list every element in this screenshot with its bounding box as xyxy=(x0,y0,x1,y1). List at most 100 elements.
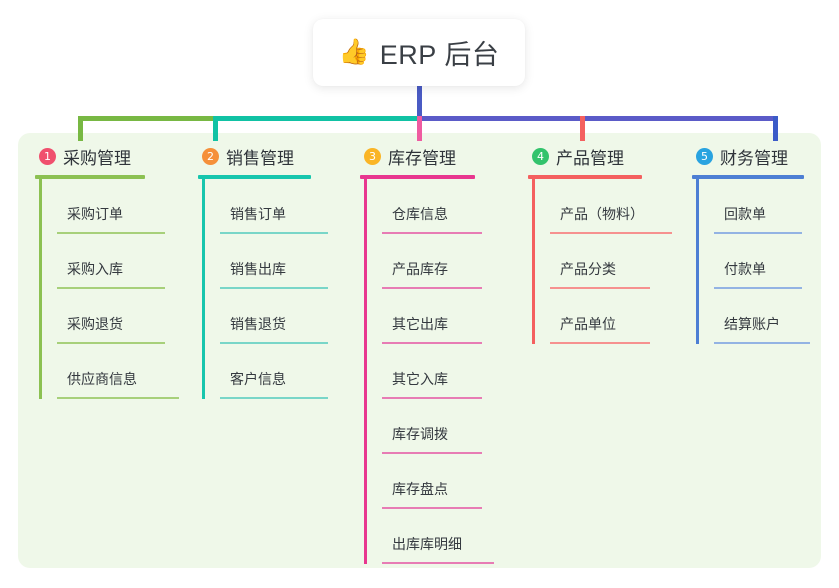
branch-item[interactable]: 出库库明细 xyxy=(382,509,530,564)
branch-item[interactable]: 采购退货 xyxy=(57,289,195,344)
horizontal-connector-segment-1 xyxy=(78,116,215,121)
branch-drop-5 xyxy=(773,116,778,141)
branch-header-rule xyxy=(528,175,642,179)
branch-item-rule xyxy=(382,397,482,399)
branch-item-rule xyxy=(220,287,328,289)
branch-item[interactable]: 产品库存 xyxy=(382,234,530,289)
horizontal-connector-segment-2 xyxy=(213,116,420,121)
branch-item-label: 产品库存 xyxy=(392,261,448,277)
branch-item[interactable]: 库存调拨 xyxy=(382,399,530,454)
branch-drop-3 xyxy=(417,116,422,141)
branch-item-rule xyxy=(382,452,482,454)
branch-column-procurement: 1 采购管理采购订单采购入库采购退货供应商信息 xyxy=(35,144,195,399)
branch-item-rule xyxy=(382,232,482,234)
branch-item-label: 付款单 xyxy=(724,261,766,277)
branch-item-label: 结算账户 xyxy=(724,316,780,332)
branch-item-rule xyxy=(382,562,494,564)
branch-column-inventory: 3 库存管理仓库信息产品库存其它出库其它入库库存调拨库存盘点出库库明细 xyxy=(360,144,530,564)
branch-item[interactable]: 结算账户 xyxy=(714,289,839,344)
branch-spine xyxy=(202,179,205,399)
branch-item[interactable]: 产品（物料） xyxy=(550,179,698,234)
branch-header[interactable]: 5 财务管理 xyxy=(692,144,839,168)
branch-header[interactable]: 1 采购管理 xyxy=(35,144,195,168)
branch-item-rule xyxy=(57,342,165,344)
branch-item-label: 采购入库 xyxy=(67,261,123,277)
branch-item-label: 其它出库 xyxy=(392,316,448,332)
branch-title: 销售管理 xyxy=(226,148,294,168)
branch-number-badge: 4 xyxy=(532,147,549,165)
branch-item[interactable]: 库存盘点 xyxy=(382,454,530,509)
branch-header[interactable]: 3 库存管理 xyxy=(360,144,530,168)
branch-title: 财务管理 xyxy=(720,148,788,168)
branch-header[interactable]: 4 产品管理 xyxy=(528,144,698,168)
branch-item-rule xyxy=(57,287,165,289)
branch-item-rule xyxy=(382,507,482,509)
branch-spine xyxy=(364,179,367,564)
root-node-label: ERP 后台 xyxy=(379,40,500,70)
branch-item[interactable]: 客户信息 xyxy=(220,344,358,399)
branch-item-label: 仓库信息 xyxy=(392,206,448,222)
branch-title: 库存管理 xyxy=(388,148,456,168)
branch-header-rule xyxy=(35,175,145,179)
branch-drop-4 xyxy=(580,116,585,141)
branch-item-rule xyxy=(57,397,179,399)
branch-item[interactable]: 其它入库 xyxy=(382,344,530,399)
branch-item[interactable]: 其它出库 xyxy=(382,289,530,344)
branch-item-label: 销售订单 xyxy=(230,206,286,222)
branch-item-rule xyxy=(220,342,328,344)
branch-number-badge: 1 xyxy=(39,147,56,165)
branch-item-rule xyxy=(220,232,328,234)
branch-item[interactable]: 回款单 xyxy=(714,179,839,234)
branch-item[interactable]: 产品分类 xyxy=(550,234,698,289)
branch-item-label: 销售出库 xyxy=(230,261,286,277)
branch-item-list: 销售订单销售出库销售退货客户信息 xyxy=(198,179,358,399)
branch-item-label: 库存盘点 xyxy=(392,481,448,497)
branch-item-list: 回款单付款单结算账户 xyxy=(692,179,839,344)
branch-item[interactable]: 销售订单 xyxy=(220,179,358,234)
branch-item-rule xyxy=(550,232,672,234)
branch-item-label: 客户信息 xyxy=(230,371,286,387)
branch-title: 采购管理 xyxy=(63,148,131,168)
branch-item-list: 产品（物料） 产品分类产品单位 xyxy=(528,179,698,344)
diagram-background-panel xyxy=(18,133,821,568)
branch-item-rule xyxy=(382,342,482,344)
branch-item[interactable]: 仓库信息 xyxy=(382,179,530,234)
branch-item-label: 回款单 xyxy=(724,206,766,222)
branch-item-label: 出库库明细 xyxy=(392,536,462,552)
branch-spine xyxy=(532,179,535,344)
branch-header-rule xyxy=(692,175,804,179)
branch-drop-1 xyxy=(78,116,83,141)
branch-title: 产品管理 xyxy=(556,148,624,168)
branch-number-badge: 5 xyxy=(696,147,713,165)
branch-item-rule xyxy=(714,342,810,344)
branch-item-rule xyxy=(550,287,650,289)
branch-drop-2 xyxy=(213,116,218,141)
branch-item-rule xyxy=(382,287,482,289)
branch-item-rule xyxy=(57,232,165,234)
root-node-erp-backend[interactable]: 👍 ERP 后台 xyxy=(313,19,525,86)
branch-item[interactable]: 产品单位 xyxy=(550,289,698,344)
branch-header-rule xyxy=(198,175,311,179)
branch-item-label: 采购退货 xyxy=(67,316,123,332)
thumbs-up-icon: 👍 xyxy=(338,38,370,66)
horizontal-connector-segment-3 xyxy=(418,116,778,121)
branch-column-product: 4 产品管理产品（物料） 产品分类产品单位 xyxy=(528,144,698,344)
branch-item-rule xyxy=(550,342,650,344)
branch-header-rule xyxy=(360,175,475,179)
branch-item[interactable]: 销售退货 xyxy=(220,289,358,344)
branch-item[interactable]: 采购入库 xyxy=(57,234,195,289)
branch-item-label: 其它入库 xyxy=(392,371,448,387)
branch-number-badge: 3 xyxy=(364,147,381,165)
branch-spine xyxy=(39,179,42,399)
branch-item[interactable]: 销售出库 xyxy=(220,234,358,289)
branch-item[interactable]: 供应商信息 xyxy=(57,344,195,399)
branch-item-label: 产品（物料） xyxy=(560,206,644,222)
branch-spine xyxy=(696,179,699,344)
branch-column-finance: 5 财务管理回款单付款单结算账户 xyxy=(692,144,839,344)
branch-item-label: 产品单位 xyxy=(560,316,616,332)
branch-item-label: 采购订单 xyxy=(67,206,123,222)
branch-item[interactable]: 采购订单 xyxy=(57,179,195,234)
branch-item[interactable]: 付款单 xyxy=(714,234,839,289)
